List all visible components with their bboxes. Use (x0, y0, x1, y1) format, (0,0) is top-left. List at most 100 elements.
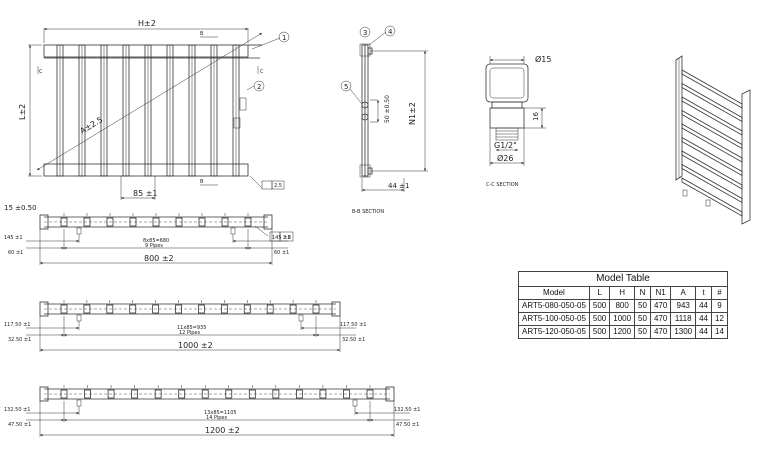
plan-pipe (106, 304, 114, 314)
isometric-view (675, 55, 751, 225)
section-b-marker-top: B (200, 31, 204, 37)
section-c-marker-right: C (260, 69, 264, 75)
plan-pipe (221, 217, 229, 227)
plan-pipe (152, 217, 160, 227)
plan-pipe (343, 389, 350, 399)
plan-pipe (154, 389, 162, 399)
callout-4: 4 (388, 28, 393, 36)
isometric-rung (681, 163, 743, 204)
c-section-title: C-C SECTION (486, 182, 519, 188)
valve-right (298, 314, 304, 322)
plan-pipe (175, 304, 182, 314)
model-table-cell: 50 (634, 312, 651, 326)
depth-dimension-label: 44 ±1 (388, 182, 409, 190)
front-view-pipes (56, 44, 240, 177)
dim-left-b: 32.50 ±1 (8, 337, 31, 343)
b-section-title: B-B SECTION (352, 209, 384, 215)
pitch-count-label: 13x85=1105 (204, 410, 237, 416)
plan-pipe (244, 217, 252, 227)
plan-pipe (152, 304, 160, 314)
model-table-cell: 500 (588, 325, 611, 339)
callout-5: 5 (344, 83, 348, 91)
plan-pipe (319, 389, 327, 399)
plan-pipe (84, 389, 91, 399)
valve-right (352, 399, 358, 407)
pitch-dimension-label: 85 ±1 (133, 189, 158, 198)
model-table-header-col7: # (711, 286, 728, 300)
isometric-rung (681, 123, 743, 163)
section-b-marker-bottom: B (200, 179, 204, 185)
isometric-rung (681, 150, 743, 190)
callout-3: 3 (363, 29, 367, 37)
plan-pipe (289, 304, 297, 314)
valve-left (76, 399, 82, 407)
pipe-count-label: 12 Pipes (179, 330, 200, 336)
section-c-marker-left: C (39, 69, 43, 75)
model-table-cell: 1118 (670, 312, 697, 326)
n1-dimension-label: N1±2 (408, 102, 417, 125)
model-table-header-col3: N (634, 286, 651, 300)
dim-left-b: 60 ±1 (8, 250, 23, 256)
plan-pipe (106, 217, 114, 227)
plan-end-cap (39, 386, 49, 402)
model-table-cell: 500 (588, 299, 611, 313)
isometric-rung (681, 136, 743, 177)
diagonal-dimension-line (36, 32, 263, 171)
total-width-label: 1000 ±2 (178, 341, 213, 350)
model-table-header-model: Model (518, 286, 590, 300)
dia15-label: Ø15 (535, 54, 551, 64)
model-table-cell: 470 (649, 299, 672, 313)
total-width-label: 800 ±2 (144, 254, 174, 263)
plan-pipe (129, 217, 137, 227)
plan-pipe (366, 389, 374, 399)
thread-label: G1/2" (494, 141, 517, 150)
total-width-label: 1200 ±2 (205, 426, 240, 435)
dim-left-b: 47.50 ±1 (8, 422, 31, 428)
model-table-cell: 1200 (609, 325, 636, 339)
plan-pipe (248, 389, 256, 399)
model-table-header-col6: t (695, 286, 713, 300)
model-table-cell: ART5-100-050-05 (518, 312, 590, 326)
model-table-cell: 44 (695, 312, 713, 326)
pipe-count-label: 14 Pipes (206, 415, 227, 421)
plan-pipe (129, 304, 137, 314)
dim-right-a: 132.50 ±1 (394, 407, 420, 413)
model-table-cell: 470 (649, 325, 672, 339)
plan-pipe (178, 389, 186, 399)
a-dimension-label: A±2.5 (78, 115, 104, 136)
model-table-cell: 12 (711, 312, 728, 326)
plan-pipe (107, 389, 115, 399)
plan-pipe (312, 304, 320, 314)
plan-end-cap (263, 214, 273, 230)
plan-pipe (83, 304, 91, 314)
model-table-header-col5: A (670, 286, 697, 300)
model-table-cell: 943 (670, 299, 697, 313)
plan-pipe (225, 389, 233, 399)
plan-pipe (60, 389, 68, 399)
h-dimension-label: H±2 (138, 19, 156, 28)
isometric-rung (681, 96, 743, 136)
valve-left (76, 314, 82, 322)
model-table-cell: 500 (588, 312, 611, 326)
isometric-rung (681, 177, 743, 217)
model-table-cell: 50 (634, 325, 651, 339)
plan-pipe (60, 217, 68, 227)
dim-left-a: 145 ±1 (4, 235, 23, 241)
plan-end-cap (39, 301, 49, 317)
n-dimension-label: 50 ±0.50 (384, 95, 391, 123)
model-table-cell: 50 (634, 299, 651, 313)
dia26-label: Ø26 (497, 153, 513, 163)
plan-pipe (198, 304, 205, 314)
model-table-cell: 1000 (609, 312, 636, 326)
plan-end-cap (385, 386, 395, 402)
callout-2: 2 (257, 83, 261, 91)
callout-1: 1 (282, 34, 286, 42)
